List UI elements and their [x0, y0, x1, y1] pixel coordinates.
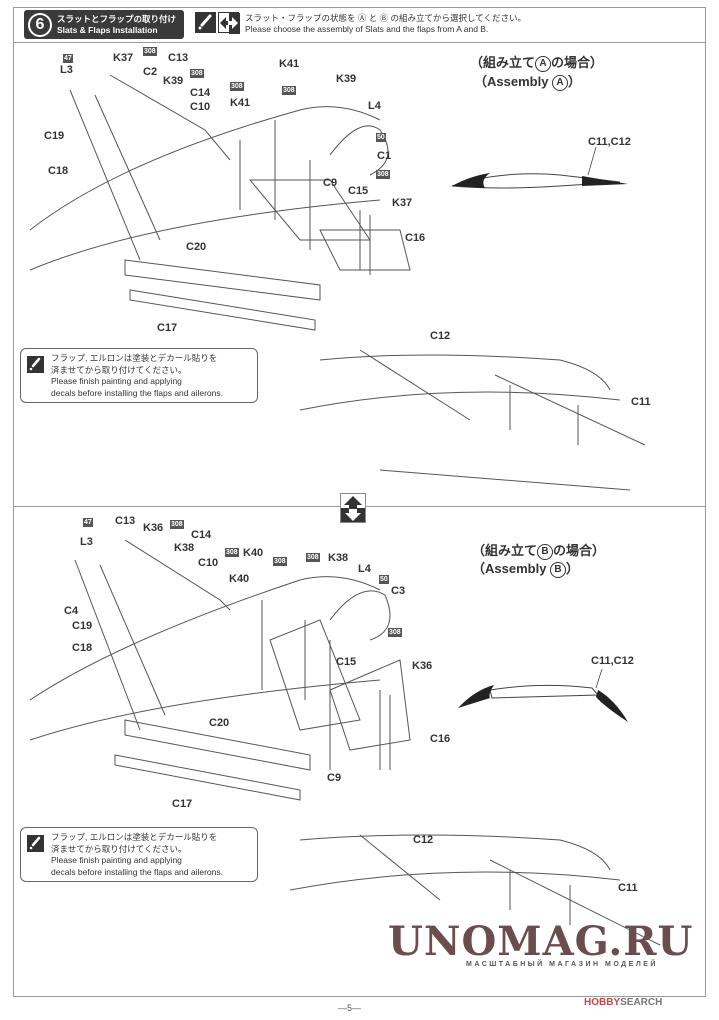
part-label: C18: [72, 642, 93, 654]
note-text: 済ませてから取り付けてください。: [51, 364, 187, 375]
part-label: K40: [229, 573, 250, 585]
part-label: C13: [168, 52, 189, 64]
part-label: C9: [327, 772, 342, 784]
paint-brush-icon: [27, 835, 44, 852]
note-text: decals before installing the flaps and a…: [51, 866, 223, 877]
airfoil-label-b: C11,C12: [591, 655, 634, 667]
part-label: K41: [279, 58, 300, 70]
instruction-jp: スラット・フラップの状態を Ⓐ と Ⓑ の組み立てから選択してください。: [245, 13, 526, 23]
paint-code-badge: 308: [306, 553, 320, 562]
part-label: C20: [186, 241, 207, 253]
assembly-a-title-en: （Assembly A）: [474, 74, 582, 91]
part-label: C14: [191, 529, 212, 541]
part-label: K40: [243, 547, 264, 559]
part-label: C20: [209, 717, 230, 729]
part-label: C3: [391, 585, 406, 597]
part-label: K41: [230, 97, 251, 109]
part-label: K36: [143, 522, 164, 534]
paint-code-badge: 308: [282, 86, 296, 95]
painting-note: フラップ, エルロンは塗装とデカール貼りを 済ませてから取り付けてください。 P…: [20, 348, 258, 403]
paint-brush-icon: [27, 356, 44, 373]
paint-code-badge: 50: [376, 133, 386, 142]
paint-code-badge: 308: [273, 557, 287, 566]
part-label: K36: [412, 660, 433, 672]
part-label: C14: [190, 87, 211, 99]
part-label: C1: [377, 150, 392, 162]
part-label: L4: [358, 563, 371, 575]
step-title-en: Slats & Flaps Installation: [57, 24, 158, 35]
part-label: C12: [430, 330, 451, 342]
note-text: 済ませてから取り付けてください。: [51, 843, 187, 854]
page-frame: [13, 7, 706, 997]
paint-code-badge: 308: [143, 47, 157, 56]
paint-code-badge: 308: [225, 548, 239, 557]
part-label: C17: [157, 322, 178, 334]
part-label: C15: [336, 656, 357, 668]
painting-note: フラップ, エルロンは塗装とデカール貼りを 済ませてから取り付けてください。 P…: [20, 827, 258, 882]
step-number: 6: [28, 12, 52, 37]
paint-code-badge: 308: [190, 69, 204, 78]
part-label: K37: [113, 52, 134, 64]
part-label: C12: [413, 834, 434, 846]
part-label: C18: [48, 165, 69, 177]
part-label: K38: [174, 542, 195, 554]
paint-code-badge: 308: [230, 82, 244, 91]
part-label: K39: [163, 75, 184, 87]
airfoil-profile-b: [458, 668, 628, 722]
part-label: C11: [618, 882, 638, 894]
part-label: C4: [64, 605, 79, 617]
part-label: C15: [348, 185, 369, 197]
part-label: L4: [368, 100, 381, 112]
note-text: フラップ, エルロンは塗装とデカール貼りを: [51, 353, 218, 363]
paint-brush-icon: [195, 12, 216, 33]
paint-code-badge: 47: [83, 518, 93, 527]
part-label: C19: [72, 620, 93, 632]
part-label: C13: [115, 515, 136, 527]
step-badge: 6 スラットとフラップの取り付け Slats & Flaps Installat…: [24, 10, 184, 39]
paint-code-badge: 308: [170, 520, 184, 529]
airfoil-profile-a: [451, 146, 628, 189]
watermark: UNOMAG.RU: [388, 918, 694, 965]
part-label: K39: [336, 73, 357, 85]
note-text: Please finish painting and applying: [51, 376, 182, 386]
part-label: C9: [323, 177, 338, 189]
step-title-jp: スラットとフラップの取り付け: [57, 13, 177, 24]
part-label: C16: [405, 232, 426, 244]
part-label: C10: [190, 101, 211, 113]
part-label: C11: [631, 396, 651, 408]
note-text: フラップ, エルロンは塗装とデカール貼りを: [51, 832, 218, 842]
paint-code-badge: 308: [388, 628, 402, 637]
source-logo: HOBBYSEARCH: [584, 997, 663, 1008]
note-text: decals before installing the flaps and a…: [51, 387, 223, 398]
part-label: C17: [172, 798, 193, 810]
part-label: L3: [60, 64, 73, 76]
part-label: K37: [392, 197, 413, 209]
paint-code-badge: 50: [379, 575, 389, 584]
instruction-en: Please choose the assembly of Slats and …: [245, 24, 489, 34]
airfoil-label-a: C11,C12: [588, 136, 631, 148]
watermark-subtitle: МАСШТАБНЫЙ МАГАЗИН МОДЕЛЕЙ: [466, 961, 658, 968]
choose-option-arrows-icon: [218, 12, 240, 34]
page-number: —5—: [338, 1003, 362, 1013]
part-label: L3: [80, 536, 93, 548]
paint-code-badge: 47: [63, 54, 73, 63]
part-label: C19: [44, 130, 65, 142]
paint-code-badge: 308: [376, 170, 390, 179]
part-label: K38: [328, 552, 349, 564]
header-divider: [13, 42, 706, 43]
assembly-b-title-en: （Assembly B）: [472, 561, 580, 578]
part-label: C2: [143, 66, 158, 78]
part-label: C16: [430, 733, 451, 745]
note-text: Please finish painting and applying: [51, 855, 182, 865]
part-label: C10: [198, 557, 219, 569]
swap-assembly-icon: [340, 493, 366, 523]
